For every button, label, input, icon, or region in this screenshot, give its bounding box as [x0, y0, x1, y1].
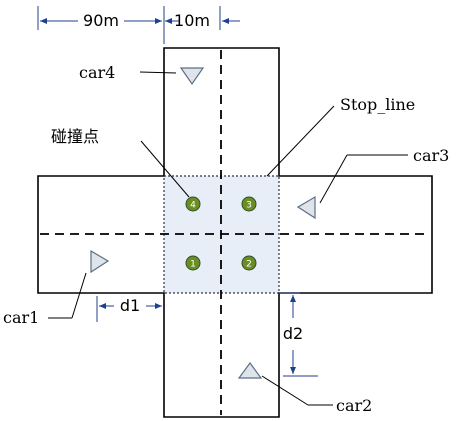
- car3-icon: [296, 195, 316, 220]
- stop-line-leader: [266, 105, 335, 177]
- collision-point-3: 3: [241, 196, 257, 212]
- svg-text:3: 3: [246, 201, 252, 211]
- d1-label: d1: [120, 296, 140, 315]
- car3-label: car3: [413, 146, 449, 165]
- car1-leader-2: [71, 272, 87, 319]
- d2-label: d2: [283, 324, 303, 343]
- car2-icon: [237, 361, 263, 379]
- collision-leader: [140, 140, 190, 198]
- road-outline: [37, 47, 433, 418]
- car4-label: car4: [79, 63, 115, 82]
- dim-90m-label: 90m: [83, 11, 119, 30]
- collision-point-4: 4: [185, 196, 201, 212]
- car3-leader-2: [319, 154, 348, 204]
- car2-label: car2: [336, 396, 372, 415]
- collision-point-2: 2: [241, 255, 257, 271]
- svg-text:2: 2: [246, 260, 252, 270]
- car2-leader-1: [261, 375, 309, 406]
- car1-icon: [90, 249, 110, 274]
- collision-point-1: 1: [185, 255, 201, 271]
- stop-line-label: Stop_line: [340, 95, 415, 114]
- svg-text:4: 4: [190, 201, 196, 211]
- dim-10m-label: 10m: [174, 11, 210, 30]
- car4-icon: [179, 67, 205, 86]
- svg-text:1: 1: [190, 260, 196, 270]
- collision-points-label: 碰撞点: [51, 127, 99, 146]
- car1-label: car1: [3, 308, 39, 327]
- car4-leader: [139, 71, 177, 74]
